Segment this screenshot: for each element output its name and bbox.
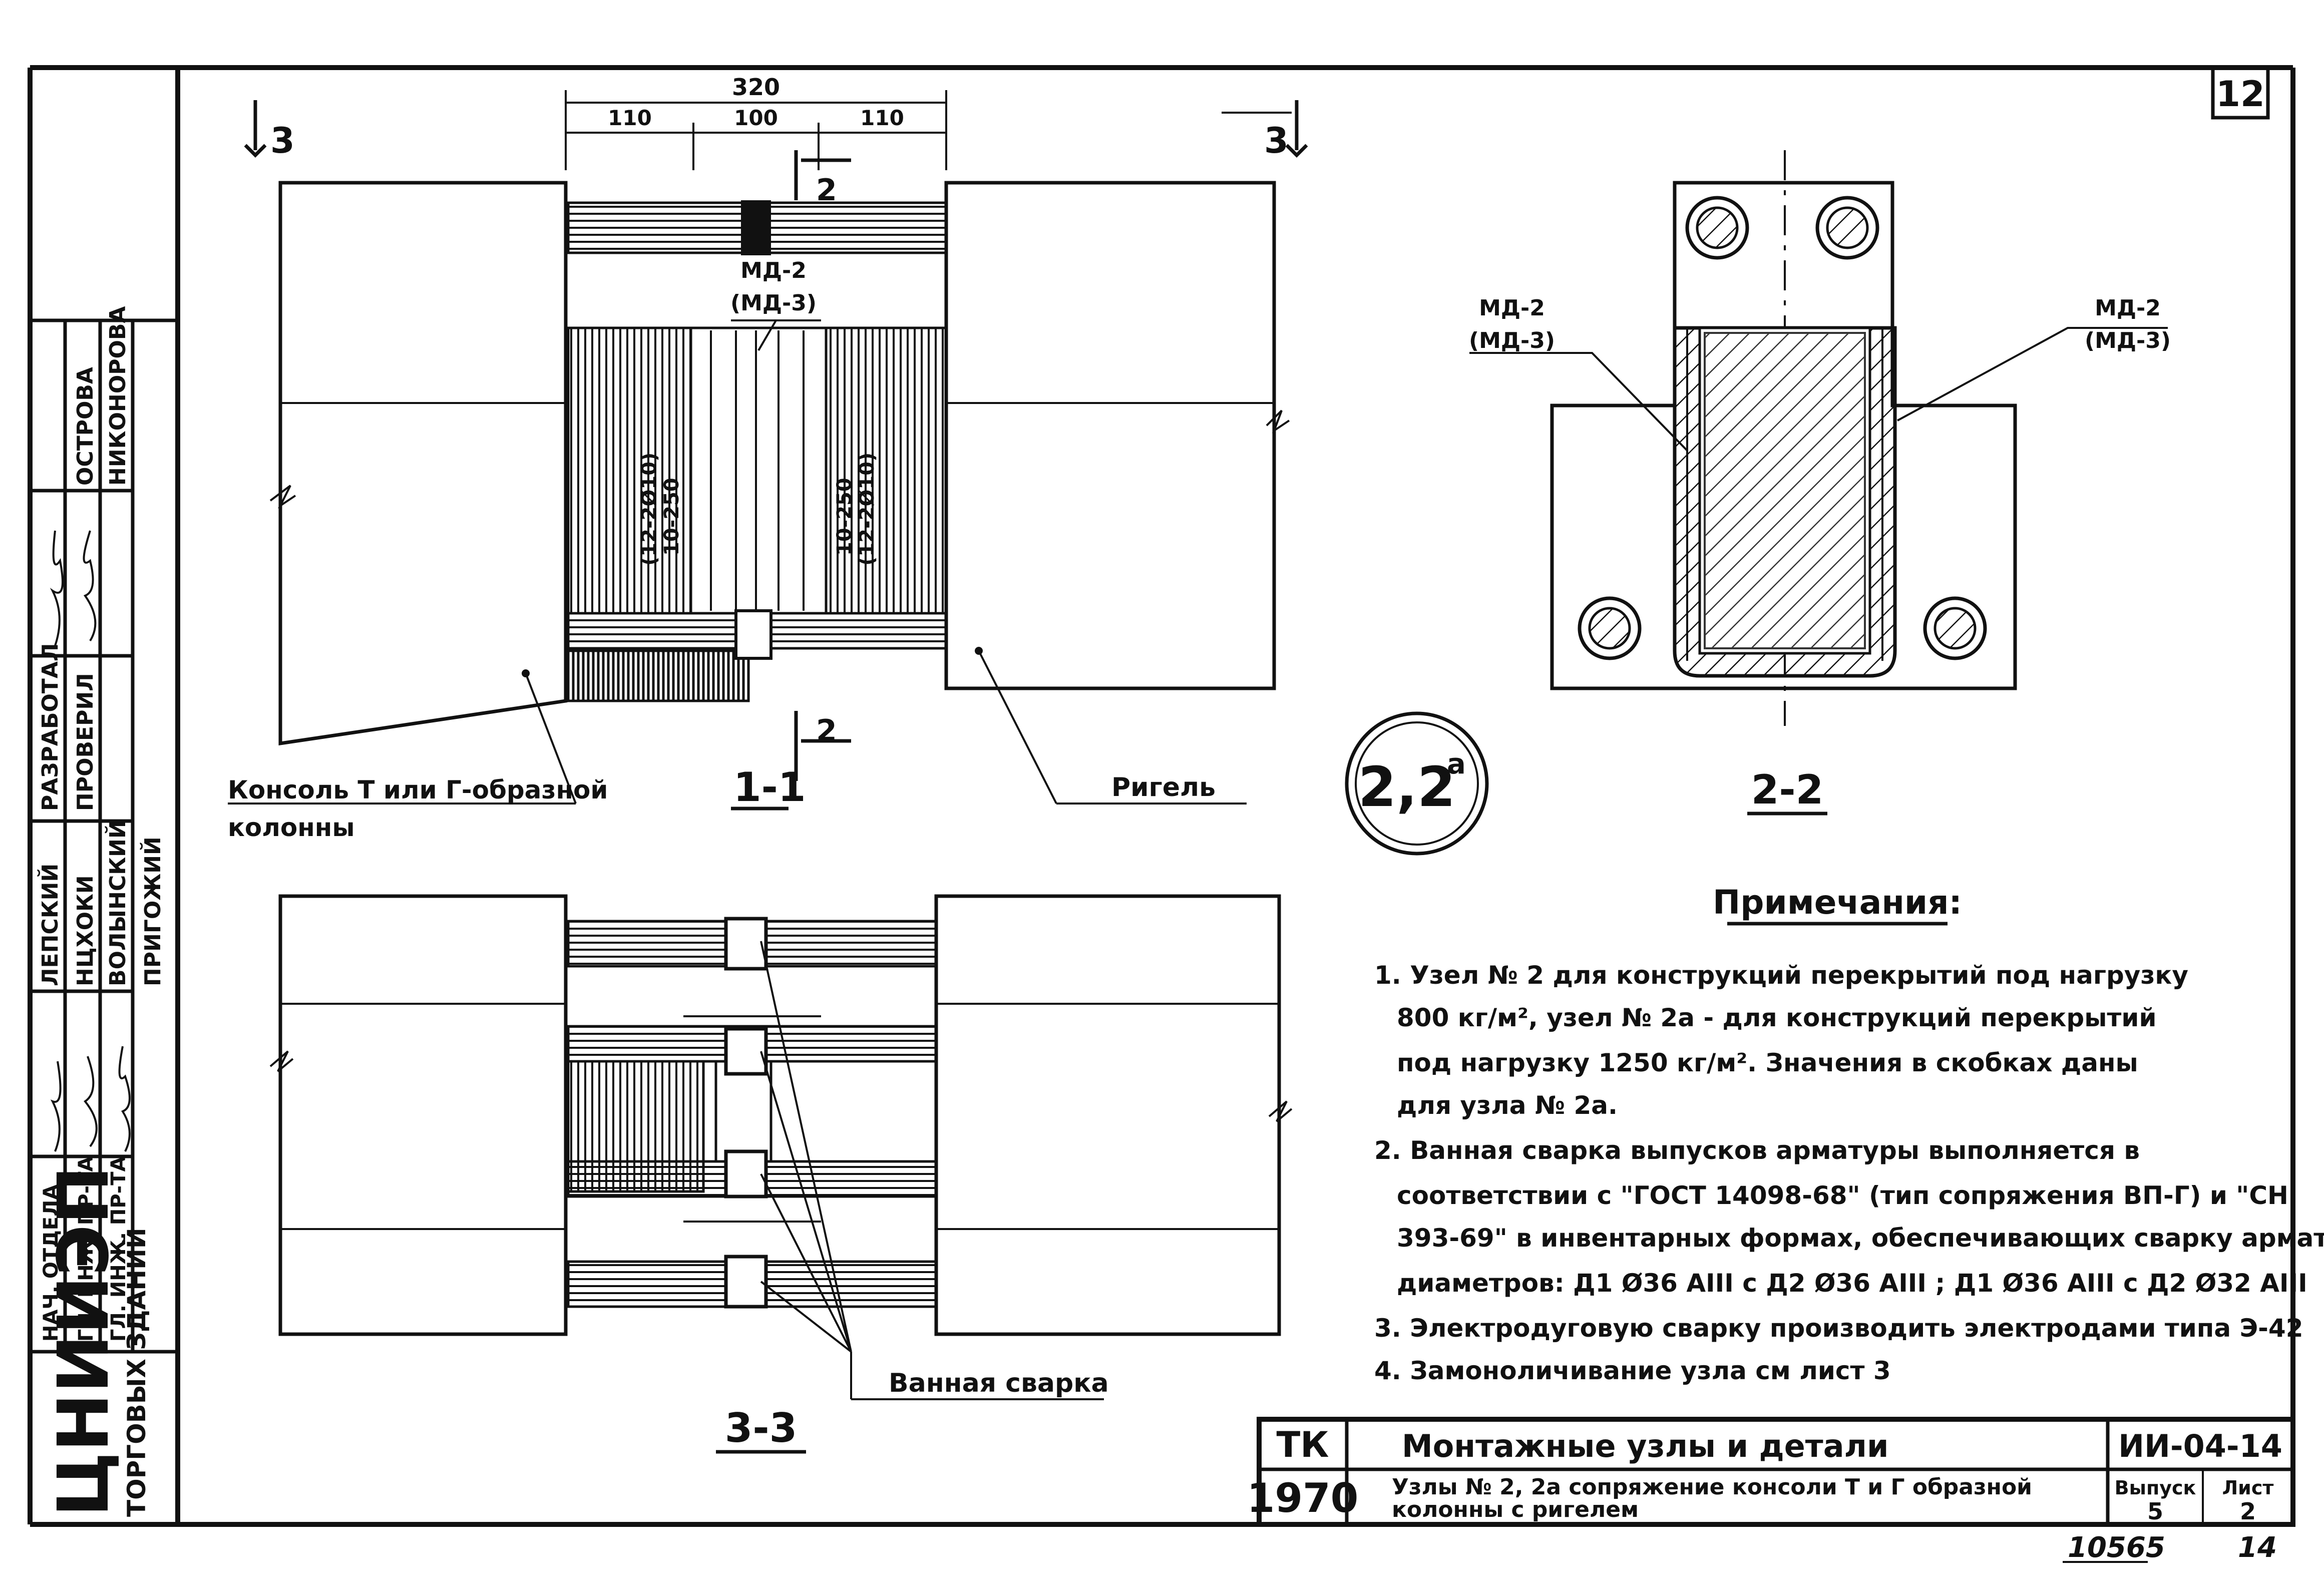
sheet-number-box: 12 — [2211, 66, 2270, 120]
dim-total: 320 — [732, 74, 780, 101]
node-number: 2,2 — [1358, 755, 1456, 819]
note-line-2: 800 кг/м², узел № 2а - для конструкций п… — [1397, 1003, 2156, 1032]
note-line-8: диаметров: Д1 Ø36 АIII с Д2 Ø36 АIII ; Д… — [1397, 1269, 2307, 1298]
notes-heading: Примечания: — [1713, 883, 1962, 922]
tb-title: Монтажные узлы и детали — [1402, 1428, 1888, 1464]
label-weld: Ванная сварка — [889, 1368, 1109, 1398]
md-right-label-alt: (МД-3) — [2085, 328, 2171, 353]
tb-tk: ТК — [1277, 1424, 1329, 1465]
org-full-name: ТОРГОВЫХ ЗДАНИЙ — [122, 1228, 151, 1517]
view-title-2-2: 2-2 — [1751, 766, 1824, 813]
signature-4 — [84, 1056, 98, 1147]
name-volynsky: ВОЛЫНСКИЙ — [104, 820, 131, 986]
note-line-7: 393-69" в инвентарных формах, обеспечива… — [1397, 1224, 2324, 1253]
org-short-name: ЦНИИЭП — [43, 1166, 125, 1517]
weld-blocks — [724, 917, 768, 1309]
sidebar-stamp: РАЗРАБОТАЛ ПРОВЕРИЛ НАЧ. ОТДЕЛА ГЛ. ИНЖ.… — [30, 306, 178, 1517]
signature-5 — [118, 1046, 131, 1152]
label-rigel: Ригель — [1111, 772, 1216, 803]
dim-left: 110 — [608, 106, 652, 130]
role-chief-eng-2: ГЛ. ИНЖ. ПР-ТА — [107, 1156, 130, 1342]
rebar-left-1: (12-2Ø10) — [638, 453, 661, 566]
view-title-1-1: 1-1 — [733, 764, 806, 811]
stamp-page: 14 — [2238, 1531, 2277, 1564]
view-title-3-3: 3-3 — [725, 1405, 798, 1451]
tb-sheet-value: 2 — [2240, 1498, 2256, 1525]
section-mark-3-right: 3 — [1264, 120, 1289, 161]
dim-mid: 100 — [734, 106, 778, 130]
tb-code: ИИ-04-14 — [2118, 1428, 2282, 1464]
tb-issue-label: Выпуск — [2115, 1477, 2196, 1499]
node-number-badge: 2,2 а — [1345, 711, 1489, 856]
cut-mark-2-lower: 2 — [816, 713, 837, 748]
name-nchoki: НЦХОКИ — [73, 875, 98, 986]
note-line-9: 3. Электродуговую сварку производить эле… — [1374, 1314, 2303, 1343]
note-line-6: соответствии с "ГОСТ 14098-68" (тип сопр… — [1397, 1181, 2288, 1210]
name-lepsky: ЛЕПСКИЙ — [37, 864, 63, 986]
name-prigozhy: ПРИГОЖИЙ — [139, 837, 166, 986]
tb-year: 1970 — [1247, 1475, 1359, 1521]
rebar-right-1: 10-250 — [833, 478, 856, 556]
signature-2 — [83, 530, 97, 642]
view-2-2: МД-2 (МД-3) МД-2 (МД-3) 2-2 — [1469, 150, 2171, 816]
role-developed: РАЗРАБОТАЛ — [38, 643, 63, 811]
node-number-suffix: а — [1447, 748, 1466, 780]
tb-sheet-label: Лист — [2222, 1477, 2274, 1499]
stamp-number: 10565 — [2068, 1531, 2165, 1564]
note-line-3: под нагрузку 1250 кг/м². Значения в скоб… — [1397, 1048, 2138, 1077]
role-head-dept: НАЧ. ОТДЕЛА — [40, 1184, 63, 1342]
view-1-1: 320 110 100 110 3 3 2 (12-2Ø10) — [228, 74, 1308, 842]
note-line-10: 4. Замоноличивание узла см лист 3 — [1374, 1356, 1891, 1385]
section-mark-3-left: 3 — [270, 120, 295, 161]
rebar-right-2: (12-2Ø10) — [856, 453, 879, 566]
title-block: ТК 1970 Монтажные узлы и детали Узлы № 2… — [1247, 1417, 2295, 1527]
md-right-label: МД-2 — [2095, 295, 2161, 321]
name-nikonorova: НИКОНОРОВА — [105, 306, 131, 486]
tb-subtitle-1: Узлы № 2, 2а сопряжение консоли Т и Г об… — [1392, 1474, 2032, 1500]
md-left-label-alt: (МД-3) — [1469, 328, 1555, 353]
note-line-5: 2. Ванная сварка выпусков арматуры выпол… — [1374, 1136, 2140, 1165]
sheet-number: 12 — [2216, 74, 2264, 115]
view-3-3: Ванная сварка 3-3 — [269, 894, 1293, 1454]
signature-1 — [50, 530, 64, 646]
role-checked: ПРОВЕРИЛ — [73, 673, 98, 811]
label-console-2: колонны — [228, 813, 355, 842]
label-console: Консоль Т или Г-образной — [228, 775, 608, 805]
tb-subtitle-2: колонны с ригелем — [1392, 1497, 1639, 1522]
role-chief-eng-1: ГЛ. ИНЖ. ПР-ТА — [75, 1156, 98, 1342]
bolt-holes — [1578, 196, 1987, 660]
md-label-top-alt: (МД-3) — [730, 290, 817, 316]
note-line-1: 1. Узел № 2 для конструкций перекрытий п… — [1374, 961, 2188, 990]
md-label-top: МД-2 — [740, 258, 807, 283]
name-ostrova: ОСТРОВА — [73, 367, 98, 486]
dim-right: 110 — [860, 106, 904, 130]
note-line-4: для узла № 2а. — [1397, 1091, 1618, 1120]
sheet-frame — [28, 65, 2295, 1527]
signature-3 — [50, 1061, 62, 1152]
tb-issue-value: 5 — [2147, 1498, 2163, 1525]
rebar-left-2: 10-250 — [660, 478, 683, 556]
md-left-label: МД-2 — [1479, 295, 1545, 321]
notes: Примечания: 1. Узел № 2 для конструкций … — [1374, 883, 2324, 1385]
